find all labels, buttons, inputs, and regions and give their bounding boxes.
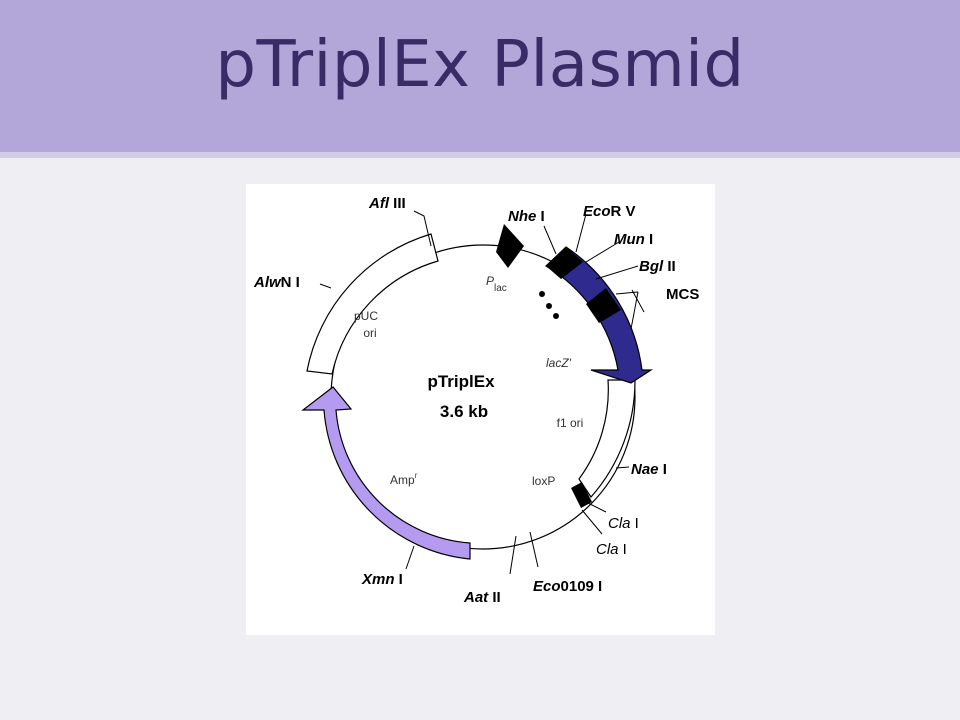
slide-title: pTriplEx Plasmid (215, 28, 745, 102)
site-nhe1: Nhe I (508, 208, 545, 225)
header-divider (0, 152, 960, 158)
site-aat2: Aat II (463, 589, 501, 606)
puc-ori-label-2: ori (363, 326, 376, 340)
site-afl3: Afl III (368, 195, 406, 212)
site-mun1: Mun I (614, 231, 653, 248)
site-nae1: Nae I (631, 461, 667, 478)
amp-label: Ampr (390, 471, 418, 487)
plasmid-map: pTriplEx 3.6 kb pUC ori f1 ori Ampr lacZ… (253, 195, 699, 606)
lacz-label: lacZ' (546, 356, 572, 370)
dot-marker (539, 291, 545, 297)
loxp-marker (571, 482, 592, 508)
site-bgl2: Bgl II (639, 258, 676, 275)
site-cla1-b: Cla I (596, 541, 627, 558)
puc-ori-segment (306, 233, 439, 375)
site-alwn1: AlwN I (253, 274, 300, 291)
plasmid-size: 3.6 kb (440, 402, 488, 421)
plac-promoter-marker (496, 224, 524, 268)
dot-marker (553, 313, 559, 319)
slide-header (0, 0, 960, 152)
loxp-label: loxP (532, 474, 555, 488)
mcs-label: MCS (666, 286, 699, 303)
site-eco0109: Eco0109 I (533, 578, 602, 595)
site-xmn1: Xmn I (361, 571, 403, 588)
site-ticks (319, 210, 645, 575)
mcs-block-2 (586, 288, 621, 323)
mcs-block-1 (546, 247, 583, 279)
dot-marker (546, 303, 552, 309)
f1-ori-segment (578, 379, 636, 498)
site-cla1-a: Cla I (608, 515, 639, 532)
site-ecorv: EcoR V (583, 203, 636, 220)
f1-ori-label: f1 ori (557, 416, 584, 430)
puc-ori-label-1: pUC (354, 309, 378, 323)
plac-label: Plac (486, 274, 507, 294)
plasmid-name: pTriplEx (427, 372, 495, 391)
plasmid-map-figure: pTriplEx 3.6 kb pUC ori f1 ori Ampr lacZ… (246, 184, 715, 635)
amp-resistance-arrow (301, 386, 471, 560)
